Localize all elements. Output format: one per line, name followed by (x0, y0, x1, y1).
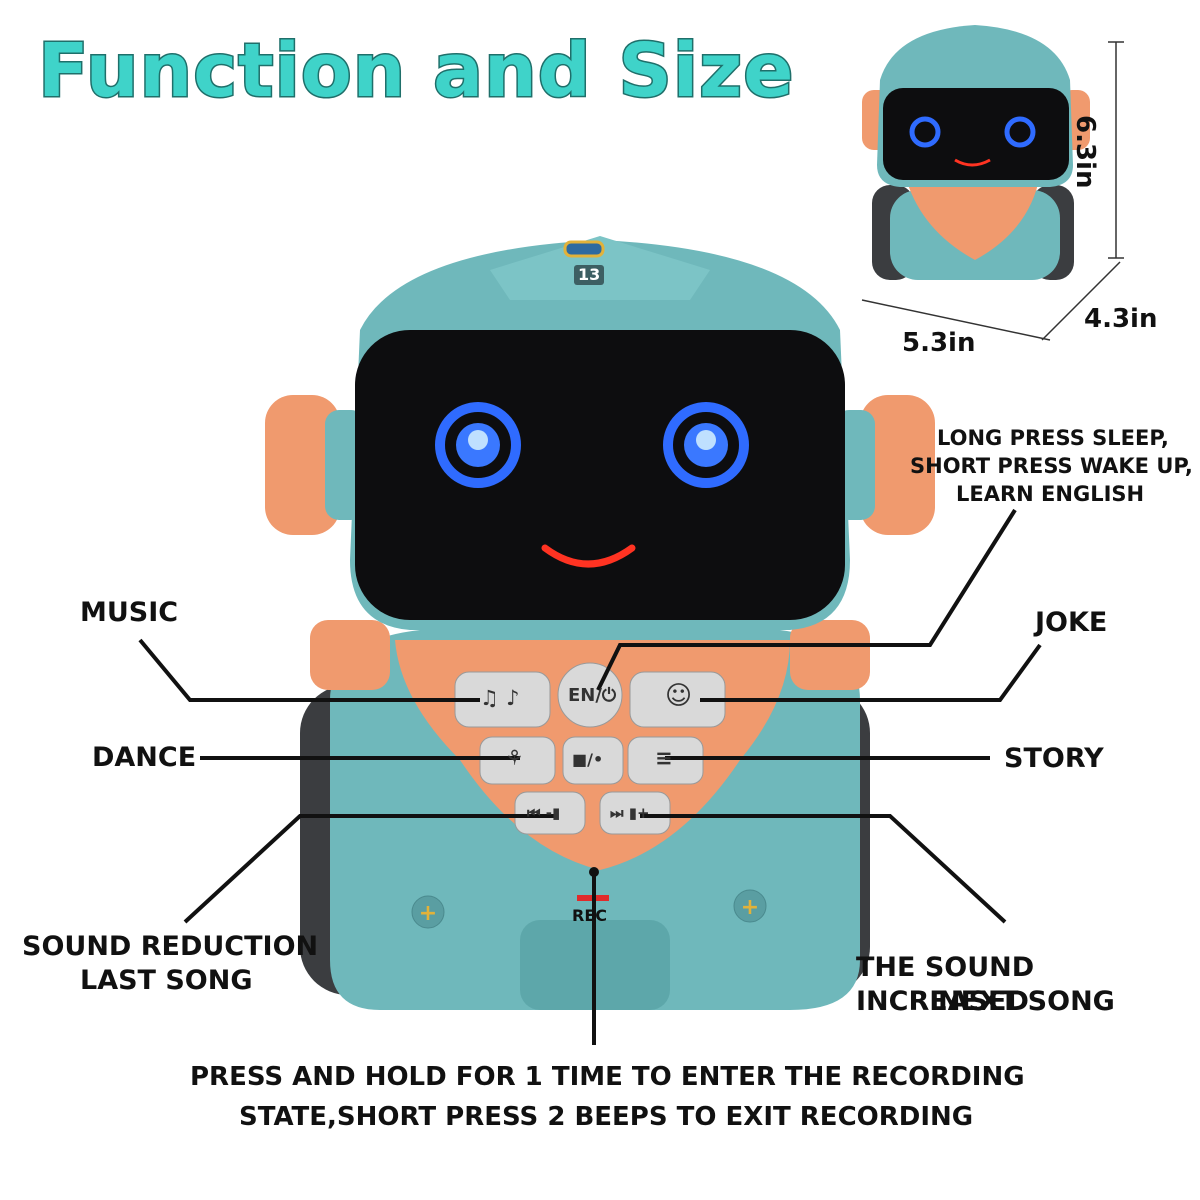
record-button-glyph[interactable]: ■/• (572, 750, 604, 769)
left-ear (265, 395, 340, 535)
music-label: MUSIC (80, 597, 179, 628)
rec-label: REC (572, 906, 607, 925)
sleep-leader (596, 508, 1017, 691)
story-label: STORY (1004, 743, 1104, 774)
sound-reduction-label-1: SOUND REDUCTION (22, 931, 319, 962)
robot-badge: 13 (574, 265, 605, 285)
music-leader (138, 638, 480, 702)
sound-reduction-leader (183, 814, 555, 924)
next-button (599, 791, 671, 835)
sound-increased-label-1: THE SOUND INCREASED (856, 952, 1035, 1017)
power-button-glyph[interactable]: EN/⏻ (568, 685, 617, 706)
page-title: Function and Size (36, 27, 795, 116)
small-robot (862, 25, 1090, 280)
left-eye (435, 402, 521, 488)
right-arm (790, 620, 870, 690)
prev-button (514, 791, 586, 835)
next-button-glyph[interactable]: ⏭ ▮+ (610, 804, 650, 822)
sleep-label-1: LONG PRESS SLEEP, (937, 426, 1169, 450)
right-ear (860, 395, 935, 535)
joke-button-glyph[interactable]: ☺ (665, 681, 693, 711)
recording-label-2: STATE,SHORT PRESS 2 BEEPS TO EXIT RECORD… (239, 1102, 974, 1132)
sound-reduction-label-2: LAST SONG (80, 965, 253, 996)
svg-text:+: + (741, 895, 759, 920)
width-dimension: 5.3in (902, 328, 976, 358)
height-dimension: 6.3in (1070, 115, 1100, 189)
right-eye (663, 402, 749, 488)
sound-increased-label-2: NEXT SONG (938, 986, 1115, 1017)
right-screw (733, 889, 767, 923)
dance-button-glyph[interactable]: ⚘ (505, 746, 524, 770)
depth-dimension: 4.3in (1084, 304, 1158, 334)
mouth (541, 544, 636, 568)
left-screw (411, 895, 445, 929)
story-button-glyph[interactable]: ≡ (655, 746, 673, 770)
joke-label: JOKE (1035, 607, 1108, 638)
recording-label-1: PRESS AND HOLD FOR 1 TIME TO ENTER THE R… (190, 1062, 1025, 1092)
svg-text:+: + (419, 901, 437, 926)
record-button (562, 736, 624, 785)
dance-label: DANCE (92, 742, 197, 773)
face-screen (355, 330, 845, 620)
joke-leader (700, 643, 1042, 702)
sound-increased-leader (640, 814, 1007, 924)
dance-button (479, 736, 556, 785)
prev-button-glyph[interactable]: ⏮ -▮ (527, 804, 561, 822)
music-button-glyph[interactable]: ♫ ♪ (480, 686, 520, 710)
sleep-label-3: LEARN ENGLISH (956, 482, 1145, 506)
left-arm (310, 620, 390, 690)
story-button (627, 736, 704, 785)
sleep-label-2: SHORT PRESS WAKE UP, (910, 454, 1193, 478)
power-button (557, 662, 623, 728)
